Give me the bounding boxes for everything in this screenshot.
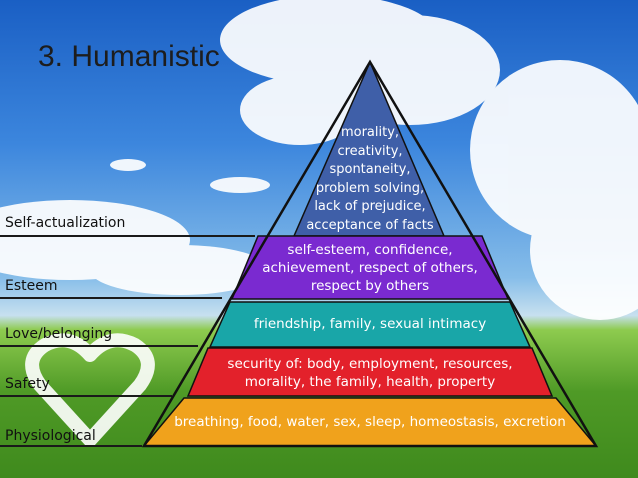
label-safety: Safety	[5, 376, 50, 392]
tier-love-belonging	[208, 301, 532, 348]
pyramid-outline	[141, 59, 599, 448]
tier-line: spontaneity,	[329, 162, 411, 177]
tier-safety	[186, 347, 554, 397]
tier-line: lack of prejudice,	[314, 199, 426, 214]
label-self-actualization: Self-actualization	[5, 215, 126, 231]
label-physiological: Physiological	[5, 428, 96, 444]
tier-esteem	[230, 235, 510, 300]
tier-line: breathing, food, water, sex, sleep, home…	[174, 414, 566, 430]
tier-line: morality,	[340, 125, 400, 140]
tier-text-self-actualization: morality, creativity, spontaneity, probl…	[280, 124, 460, 235]
tier-line: acceptance of facts	[306, 217, 434, 233]
label-rules	[0, 235, 255, 447]
tier-line: security of: body, employment, resources…	[227, 356, 513, 372]
tier-text-safety: security of: body, employment, resources…	[195, 355, 545, 391]
tier-text-love-belonging: friendship, family, sexual intimacy	[215, 315, 525, 333]
tier-line: problem solving,	[315, 180, 425, 196]
tier-line: friendship, family, sexual intimacy	[253, 316, 487, 332]
tier-line: creativity,	[337, 143, 403, 159]
recycle-heart-icon	[25, 333, 155, 447]
slide-title: 3. Humanistic	[38, 40, 220, 73]
label-love-belonging: Love/belonging	[5, 326, 113, 342]
tier-text-esteem: self-esteem, confidence, achievement, re…	[240, 241, 500, 295]
tier-line: morality, the family, health, property	[244, 374, 496, 390]
clouds	[0, 0, 638, 320]
tier-line: respect by others	[310, 278, 430, 294]
tier-line: achievement, respect of others,	[262, 260, 478, 276]
tier-text-physiological: breathing, food, water, sex, sleep, home…	[150, 413, 590, 431]
label-esteem: Esteem	[5, 278, 58, 294]
tier-line: self-esteem, confidence,	[287, 242, 453, 258]
